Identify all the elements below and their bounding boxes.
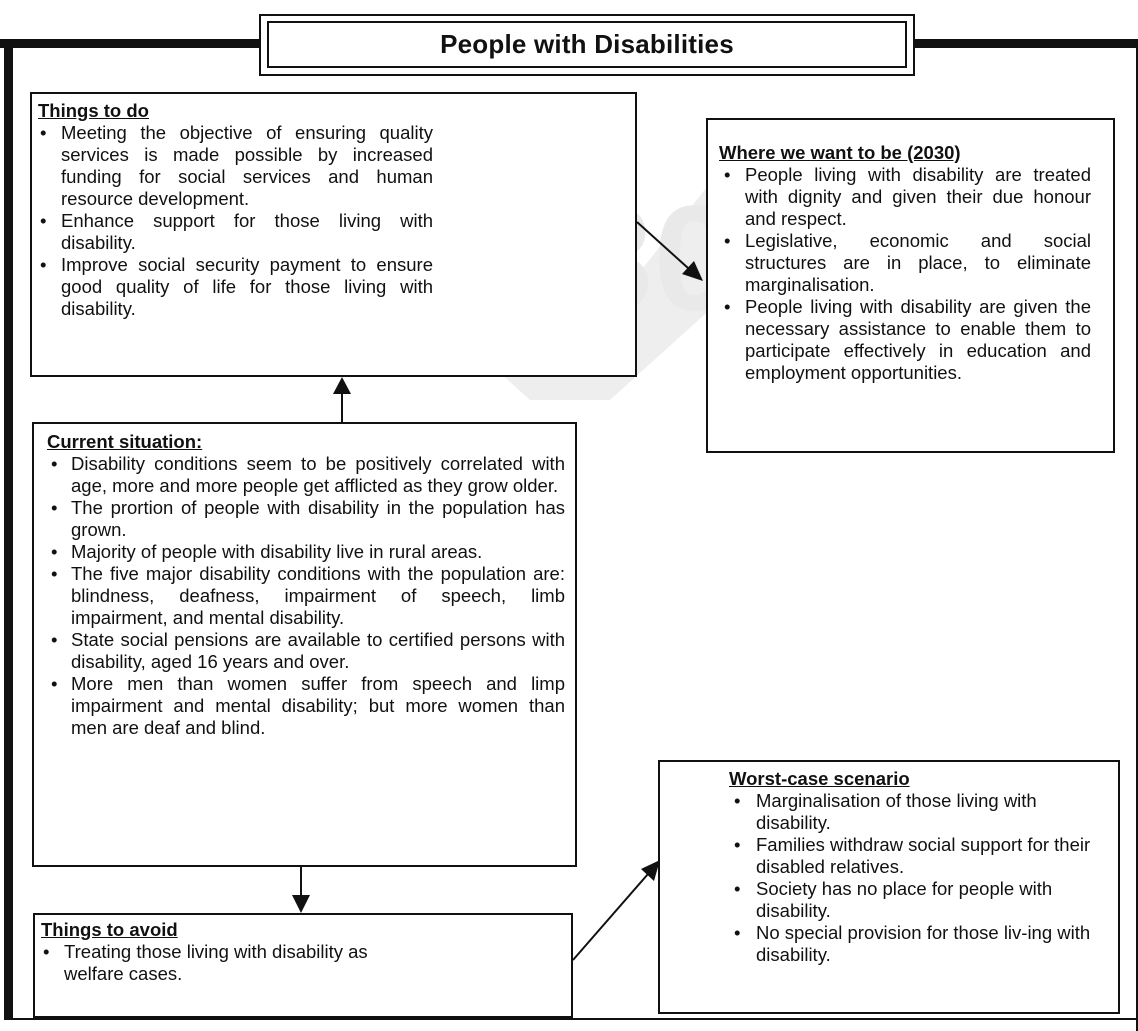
- worst-case-scenario-heading: Worst-case scenario: [729, 768, 910, 789]
- where-we-want-to-be-heading: Where we want to be (2030): [719, 142, 961, 163]
- list-item: More men than women suffer from speech a…: [47, 673, 565, 739]
- list-item: People living with disability are treate…: [719, 164, 1091, 230]
- things-to-avoid-box: Things to avoid Treating those living wi…: [33, 913, 573, 1018]
- list-item: People living with disability are given …: [719, 296, 1091, 384]
- list-item: Disability conditions seem to be positiv…: [47, 453, 565, 497]
- list-item: The prortion of people with disability i…: [47, 497, 565, 541]
- where-we-want-to-be-box: Where we want to be (2030) People living…: [706, 118, 1115, 453]
- list-item: Families withdraw social support for the…: [729, 834, 1106, 878]
- current-situation-box: Current situation: Disability conditions…: [32, 422, 577, 867]
- list-item: Society has no place for people with dis…: [729, 878, 1106, 922]
- list-item: Majority of people with disability live …: [47, 541, 565, 563]
- list-item: Treating those living with disability as…: [41, 941, 414, 985]
- things-to-do-heading: Things to do: [38, 100, 149, 121]
- things-to-do-box: Things to do Meeting the objective of en…: [30, 92, 637, 377]
- list-item: Improve social security payment to ensur…: [38, 254, 433, 320]
- list-item: Meeting the objective of ensuring qualit…: [38, 122, 433, 210]
- arrowhead-down: [292, 895, 310, 913]
- frame-right-border: [1136, 39, 1138, 1031]
- list-item: Enhance support for those living with di…: [38, 210, 433, 254]
- where-we-want-to-be-list: People living with disability are treate…: [719, 164, 1091, 384]
- list-item: The five major disability conditions wit…: [47, 563, 565, 629]
- things-to-do-list: Meeting the objective of ensuring qualit…: [38, 122, 433, 320]
- things-to-avoid-list: Treating those living with disability as…: [41, 941, 565, 985]
- current-situation-heading: Current situation:: [47, 431, 203, 452]
- list-item: Marginalisation of those living with dis…: [729, 790, 1106, 834]
- frame-left-border: [4, 39, 13, 1020]
- frame-bottom-border: [4, 1018, 1138, 1020]
- title-box: People with Disabilities: [259, 14, 915, 76]
- arrow-avoid-to-worst: [572, 873, 649, 961]
- worst-case-scenario-list: Marginalisation of those living with dis…: [729, 790, 1106, 966]
- worst-case-scenario-box: Worst-case scenario Marginalisation of t…: [658, 760, 1120, 1014]
- list-item: State social pensions are available to c…: [47, 629, 565, 673]
- list-item: Legislative, economic and social structu…: [719, 230, 1091, 296]
- page-title: People with Disabilities: [440, 29, 734, 59]
- current-situation-list: Disability conditions seem to be positiv…: [47, 453, 565, 739]
- title-inner-frame: People with Disabilities: [267, 21, 907, 68]
- list-item: No special provision for those liv-ing w…: [729, 922, 1106, 966]
- things-to-avoid-heading: Things to avoid: [41, 919, 178, 940]
